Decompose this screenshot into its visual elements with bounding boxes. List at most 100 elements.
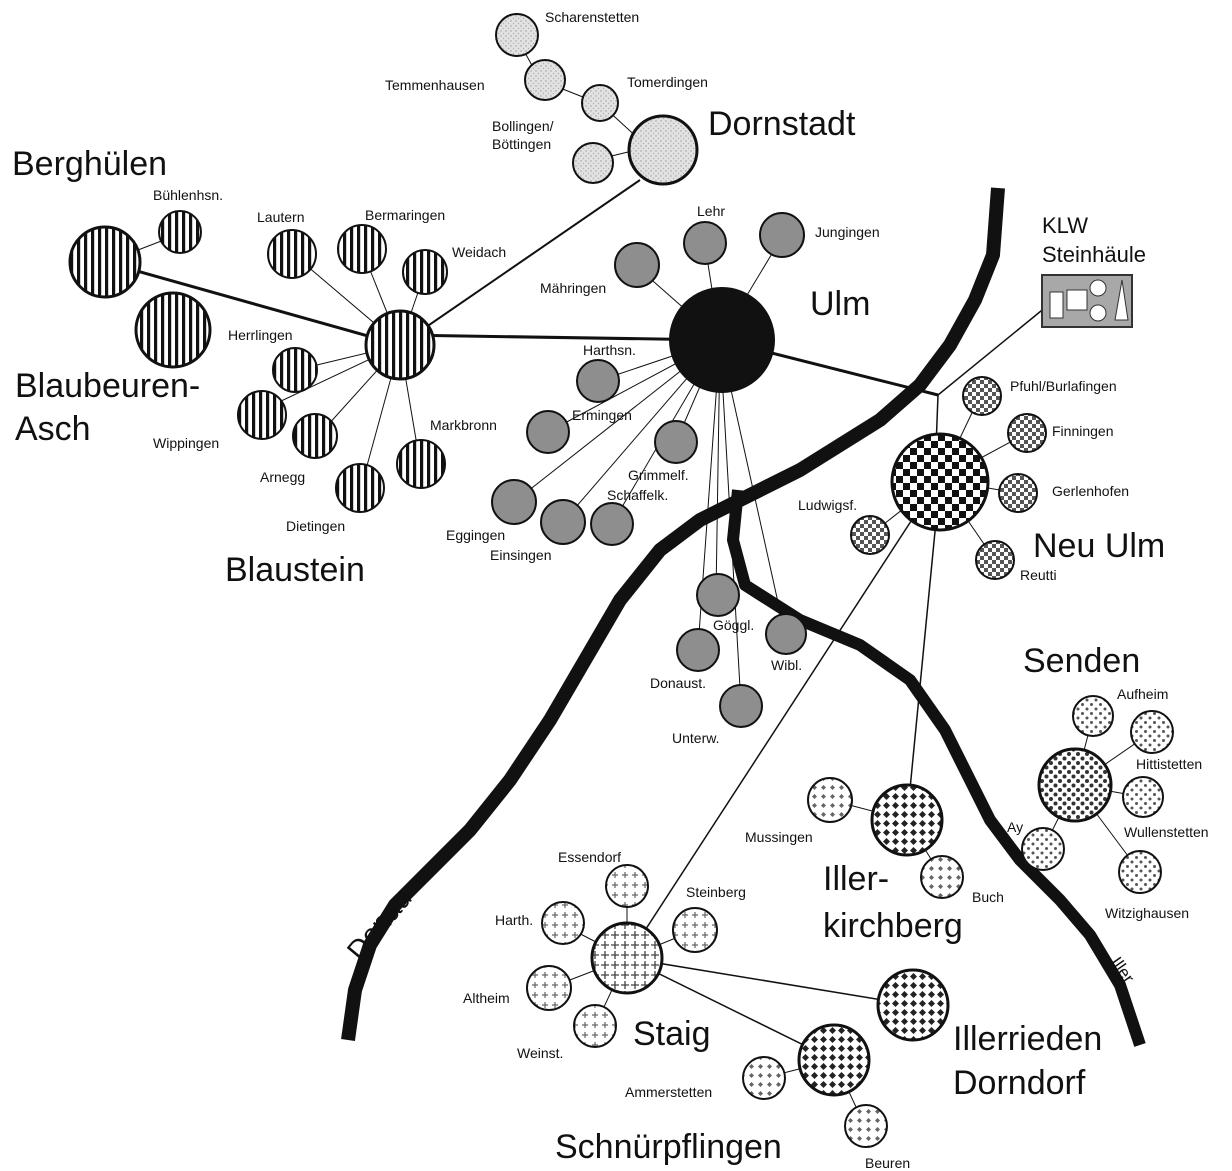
node-wibl [765,613,807,655]
node-tomerdingen [581,84,619,122]
label-bermaringen: Bermaringen [365,207,445,223]
node-wullenstetten [1122,776,1164,818]
illerkirchberg-group [807,777,964,899]
label-wippingen: Wippingen [153,435,219,451]
node-mussingen [807,777,853,823]
node-ammerstetten [742,1056,786,1100]
node-dietingen [335,463,385,513]
node-lehr [683,221,727,265]
node-scharenstetten [495,13,539,57]
node-ermingen [526,410,570,454]
node-blaubeuren [134,291,212,369]
label-einsingen: Einsingen [490,547,552,563]
node-dornstadt [627,114,699,186]
node-schnuerpflingen [797,1023,871,1097]
label-dietingen: Dietingen [286,518,345,534]
label-pfuhl: Pfuhl/Burlafingen [1010,378,1117,394]
node-staig [590,921,664,995]
label-bollingen-1: Bollingen/ [492,118,554,134]
klw-steinhaeule-plant: KLW Steinhäule [1041,213,1146,328]
label-lautern: Lautern [257,209,304,225]
node-eggingen [491,479,537,525]
node-steinberg [672,907,718,953]
ulm-group [491,212,807,728]
node-schaffelk [590,502,634,546]
label-berghuelen: Berghülen [12,145,167,183]
node-bermaringen [337,224,387,274]
label-goeggl: Göggl. [713,617,754,633]
node-ay [1021,827,1065,871]
node-hittistetten [1130,710,1174,754]
label-ludwigsf: Ludwigsf. [798,497,857,513]
label-wullenstetten: Wullenstetten [1124,824,1209,840]
label-herrlingen: Herrlingen [228,327,293,343]
node-altheim [526,965,572,1011]
label-donaust: Donaust. [650,675,706,691]
node-einsingen [540,499,586,545]
node-finningen [1007,413,1047,453]
node-wippingen [237,390,287,440]
node-temmenhausen [524,59,566,101]
label-maehringen: Mähringen [540,280,606,296]
illerrieden-group [876,968,950,1042]
node-arnegg [292,413,338,459]
label-mussingen: Mussingen [745,829,813,845]
label-witzighausen: Witzighausen [1105,905,1189,921]
label-harthsn: Harthsn. [583,342,636,358]
label-schaffelk: Schaffelk. [607,487,668,503]
label-scharenstetten: Scharenstetten [545,9,639,25]
label-illerrieden-1: Illerrieden [953,1020,1102,1058]
node-weinst [573,1004,617,1048]
label-senden: Senden [1023,642,1140,680]
label-dornstadt: Dornstadt [708,105,856,143]
dornstadt-group [495,13,699,186]
label-blaubeuren-1: Blaubeuren- [15,367,200,405]
node-harth [541,901,585,945]
label-ay: Ay [1007,819,1023,835]
label-ulm: Ulm [810,285,870,323]
label-blaustein: Blaustein [225,551,365,589]
label-aufheim: Aufheim [1117,686,1168,702]
node-maehringen [614,242,660,288]
label-grimmelf: Grimmelf. [628,467,689,483]
label-neu-ulm: Neu Ulm [1033,527,1165,565]
label-temmenhausen: Temmenhausen [385,77,485,93]
label-buch: Buch [972,889,1004,905]
label-eggingen: Eggingen [446,527,505,543]
blaustein-group [68,210,448,513]
node-goeggl [696,573,740,617]
schnuerpflingen-group [742,1023,888,1148]
node-aufheim [1072,695,1114,737]
label-weidach: Weidach [452,244,506,260]
node-harthsn [576,359,620,403]
label-bollingen-2: Böttingen [492,136,551,152]
label-harth: Harth. [495,912,533,928]
label-gerlenhofen: Gerlenhofen [1052,483,1129,499]
iller-river [727,489,1146,1047]
node-beuren [844,1104,888,1148]
node-buch [920,855,964,899]
neu-ulm-group [850,376,1047,580]
label-beuren: Beuren [865,1155,910,1171]
label-wibl: Wibl. [771,657,802,673]
node-ulm [669,287,775,393]
node-markbronn [396,439,446,489]
label-arnegg: Arnegg [260,469,305,485]
label-weinst: Weinst. [517,1045,563,1061]
node-blaustein [364,309,436,381]
label-finningen: Finningen [1052,423,1114,439]
label-lehr: Lehr [697,203,725,219]
label-blaubeuren-2: Asch [15,410,91,448]
donau-river [341,187,1005,1041]
node-weidach [402,249,448,295]
label-ammerstetten: Ammerstetten [625,1084,712,1100]
node-witzighausen [1118,850,1162,894]
label-illerrieden-2: Dorndorf [953,1064,1086,1102]
label-reutti: Reutti [1020,567,1057,583]
node-lautern [267,229,317,279]
label-steinberg: Steinberg [686,884,746,900]
node-pfuhl [962,376,1002,416]
node-neu-ulm [890,432,990,532]
plant-label-line2: Steinhäule [1042,242,1146,267]
